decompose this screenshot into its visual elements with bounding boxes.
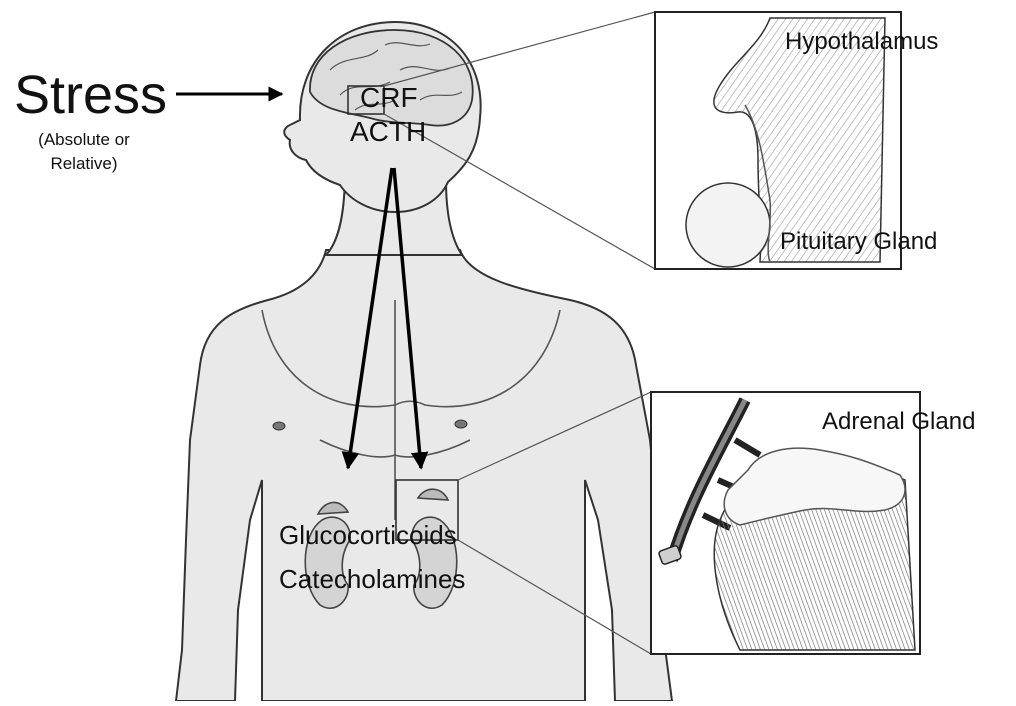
stress-subtitle-line2: Relative) xyxy=(14,152,154,176)
stress-subtitle: (Absolute or Relative) xyxy=(14,128,154,176)
glucocorticoids-label: Glucocorticoids xyxy=(279,522,457,548)
hypothalamus-label: Hypothalamus xyxy=(785,30,938,54)
torso xyxy=(176,250,672,701)
stress-subtitle-line1: (Absolute or xyxy=(14,128,154,152)
crf-label: CRF xyxy=(360,84,418,112)
right-nipple xyxy=(455,420,467,428)
pituitary-gland-label: Pituitary Gland xyxy=(780,230,937,254)
catecholamines-label: Catecholamines xyxy=(279,566,465,592)
acth-label: ACTH xyxy=(350,118,426,146)
stress-label: Stress xyxy=(14,68,167,122)
adrenal-gland-label: Adrenal Gland xyxy=(822,410,975,434)
left-nipple xyxy=(273,422,285,430)
